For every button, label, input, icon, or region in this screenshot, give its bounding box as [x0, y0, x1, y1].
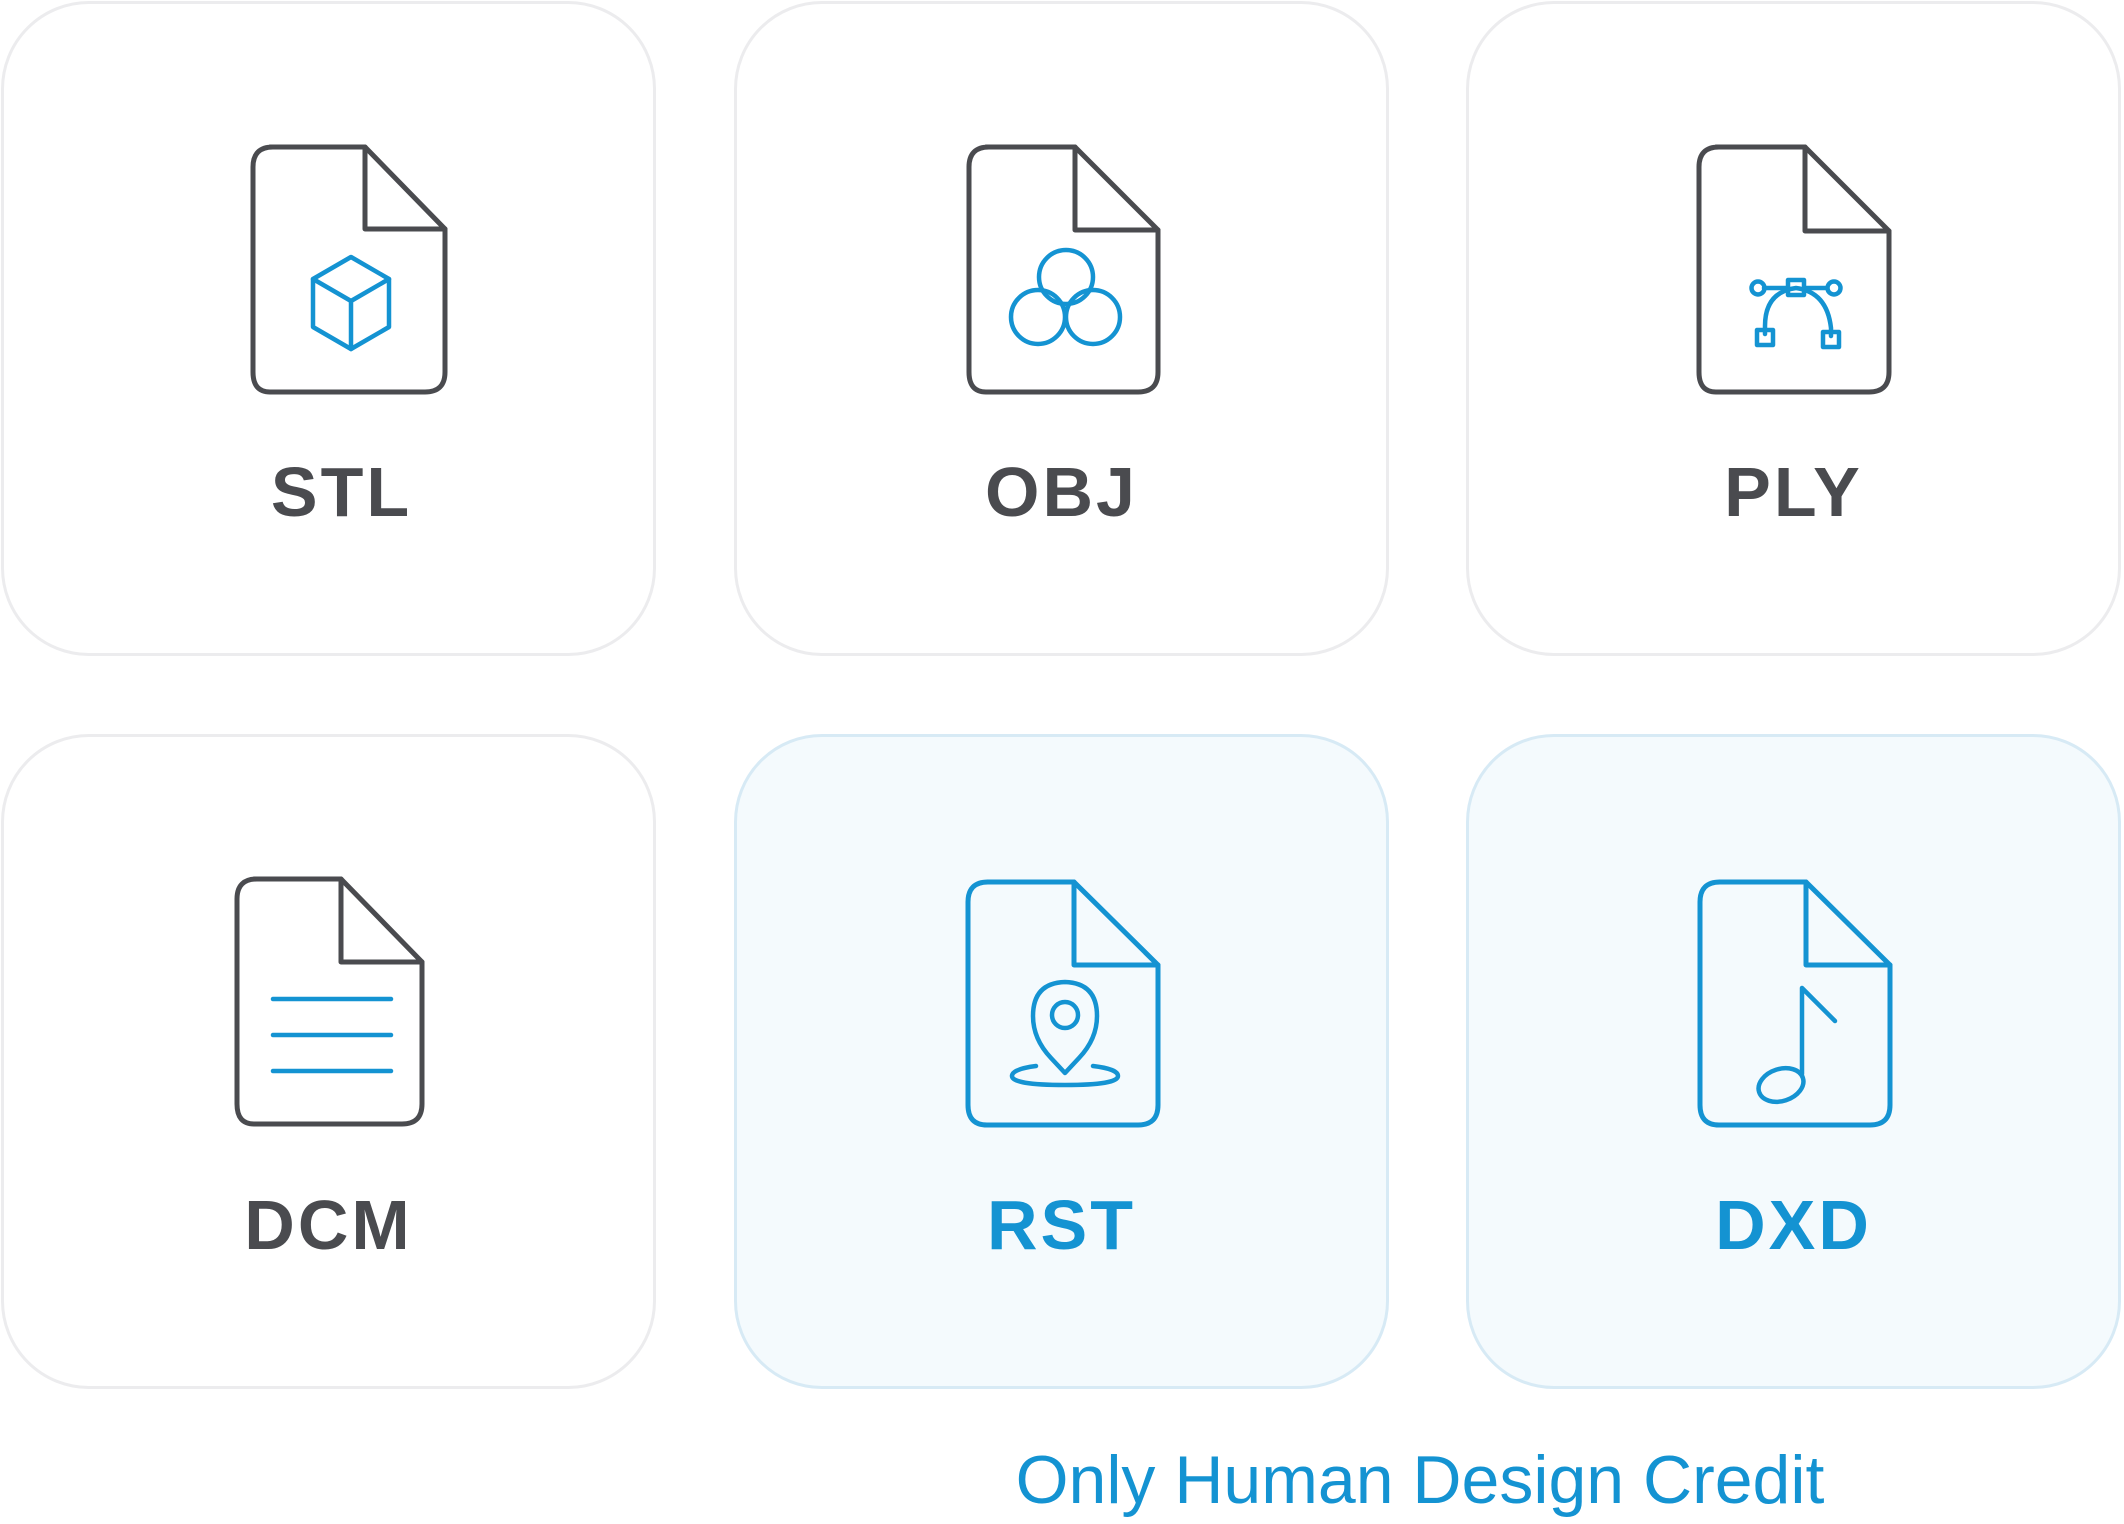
format-label: RST — [987, 1186, 1136, 1264]
file-bezier-icon — [1696, 144, 1892, 395]
music-note-icon — [1756, 985, 1838, 1105]
file-music-icon — [1697, 879, 1893, 1128]
format-card-ply[interactable]: PLY — [1466, 1, 2121, 656]
file-venn-icon — [966, 144, 1161, 395]
file-text-icon — [234, 876, 425, 1127]
cube-icon — [310, 254, 392, 352]
text-lines-icon — [270, 996, 394, 1074]
format-card-dxd[interactable]: DXD — [1466, 734, 2121, 1389]
format-label: OBJ — [985, 453, 1138, 531]
venn-circles-icon — [1008, 247, 1123, 347]
bezier-curve-icon — [1749, 277, 1843, 350]
credit-text: Only Human Design Credit — [1015, 1442, 1825, 1518]
format-label: DCM — [244, 1186, 413, 1264]
map-pin-icon — [1009, 979, 1121, 1088]
file-cube-icon — [250, 144, 448, 395]
format-label: PLY — [1724, 453, 1863, 531]
format-label: DXD — [1715, 1186, 1872, 1264]
file-map-pin-icon — [965, 879, 1161, 1128]
format-card-stl[interactable]: STL — [1, 1, 656, 656]
format-card-obj[interactable]: OBJ — [734, 1, 1389, 656]
format-label: STL — [270, 453, 413, 531]
format-card-rst[interactable]: RST — [734, 734, 1389, 1389]
format-card-dcm[interactable]: DCM — [1, 734, 656, 1389]
